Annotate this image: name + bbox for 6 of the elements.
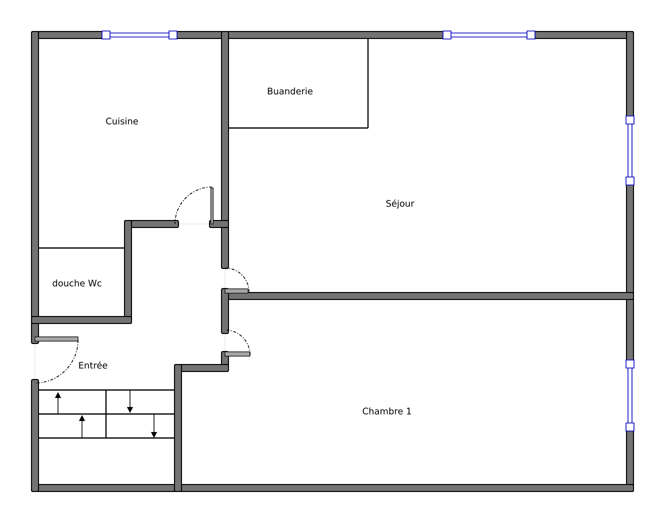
room-label: Chambre 1 xyxy=(362,408,411,414)
room-label: douche Wc xyxy=(52,280,102,286)
room-label: Entrée xyxy=(79,361,108,369)
room-label: Cuisine xyxy=(106,118,138,124)
room-label: Séjour xyxy=(386,199,414,208)
room-label: Buanderie xyxy=(268,88,312,94)
